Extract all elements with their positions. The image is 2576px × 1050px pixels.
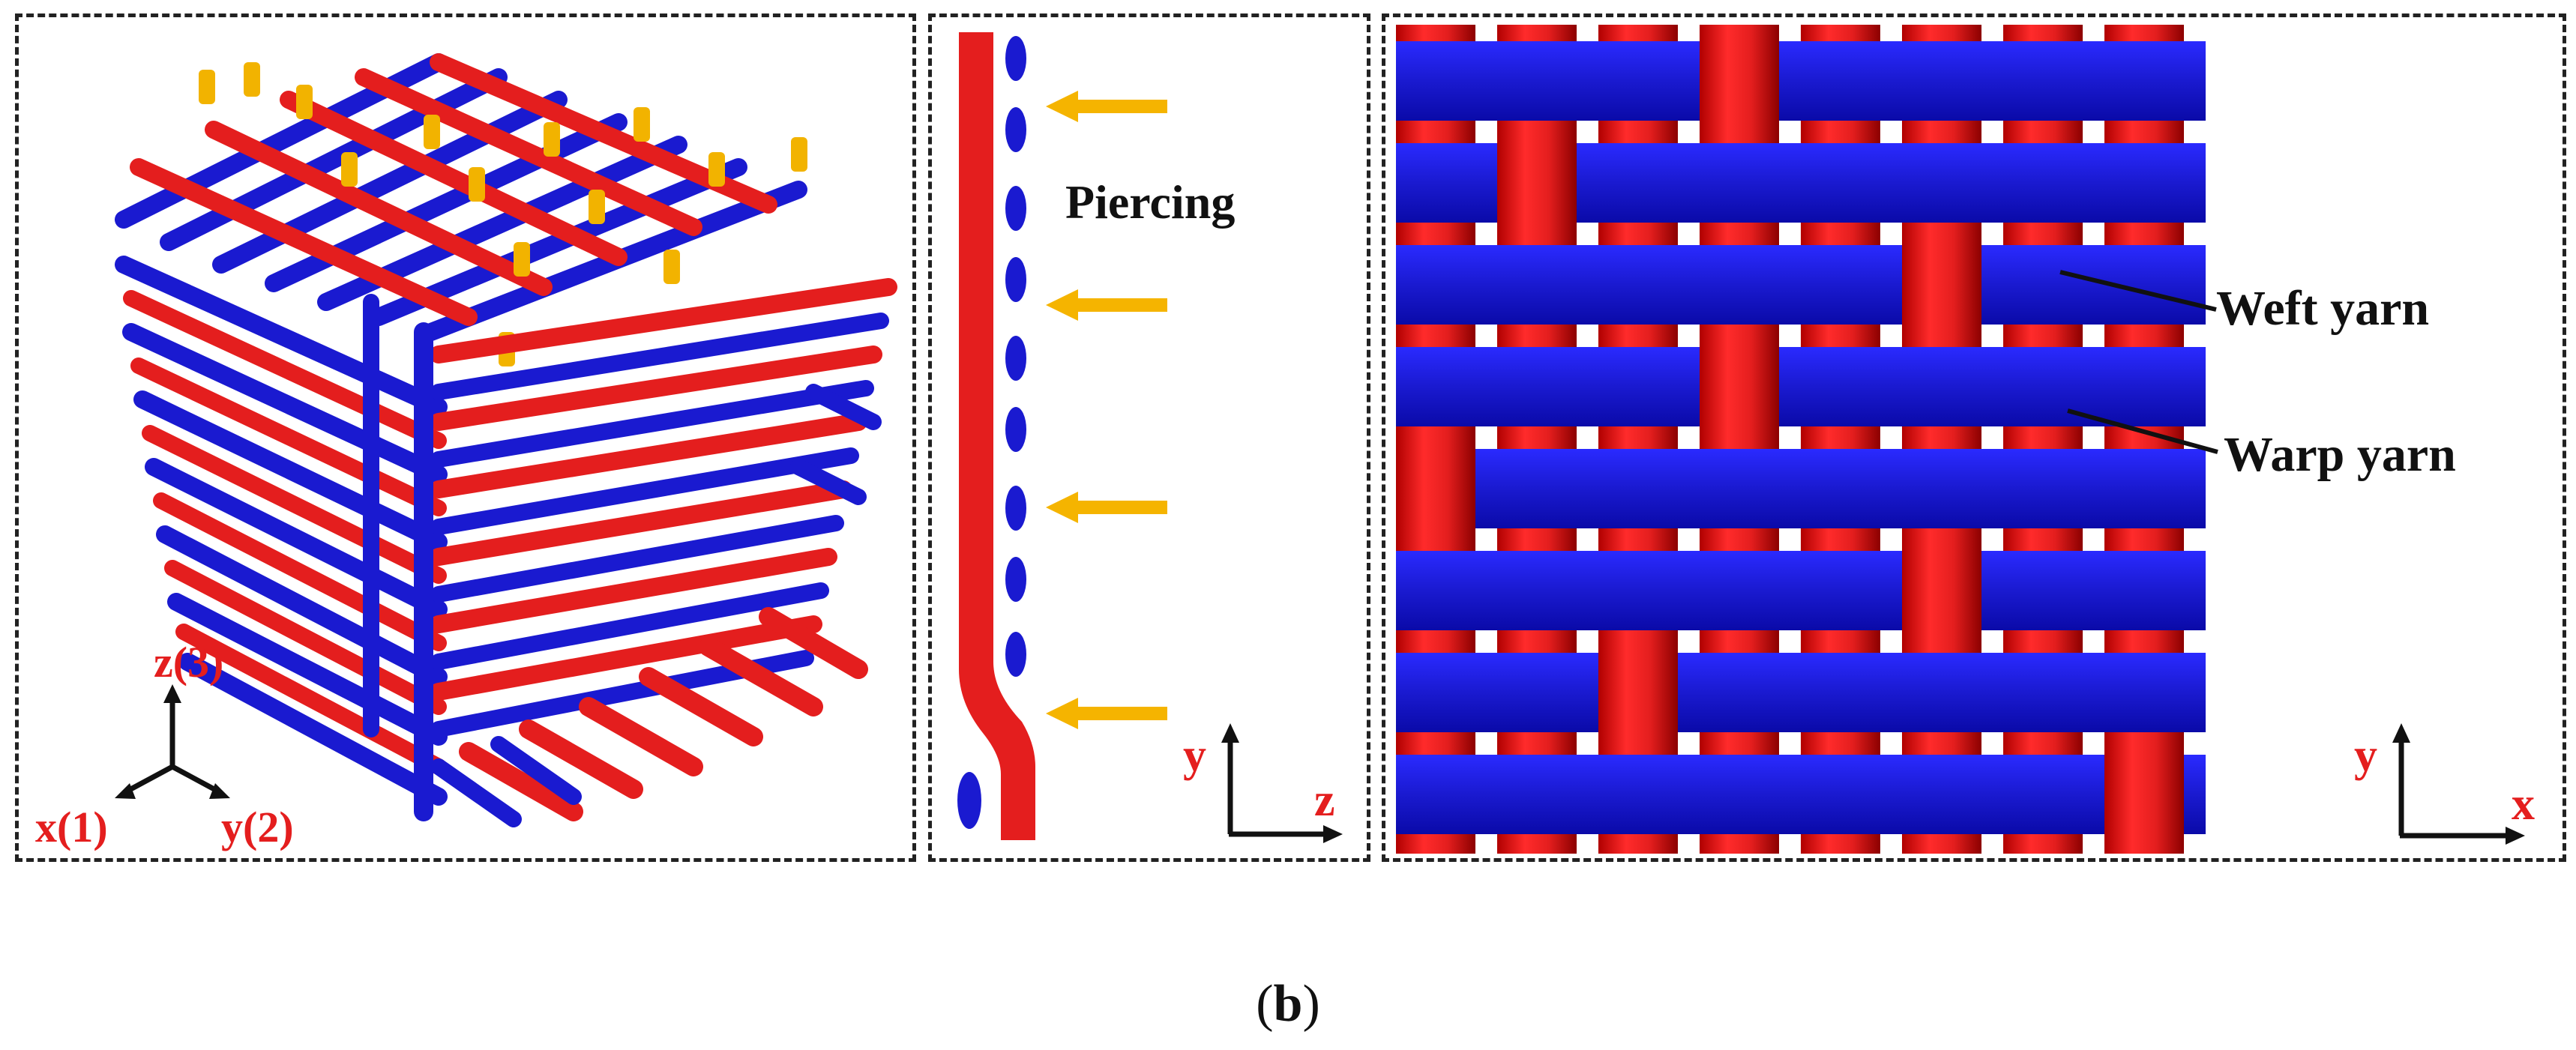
weft-leader-line [2059,270,2217,312]
piercing-figure: Piercing y z [957,32,1343,843]
weft-over-warp [1396,440,1475,537]
warp-yarn [1396,41,2206,121]
axis-yz: y z [1183,723,1343,843]
arrow-4 [1046,698,1167,729]
axis-label-y: y [1183,730,1206,781]
panel-piercing-schematic: Piercing y z [928,13,1370,862]
axis-label-y: y [2354,730,2377,781]
warp-yarn-dots [957,36,1026,829]
arrow-2 [1046,289,1167,321]
axis-label-x: x(1) [35,803,108,851]
axis-label-z: z [1314,775,1335,826]
axis-label-x: x [2512,779,2535,830]
weft-over-warp [1902,542,1981,639]
warp-yarn-label: Warp yarn [2224,427,2456,482]
weft-yarn-cross-section [959,32,1035,840]
y-axis-arrowhead [209,783,230,799]
warp-yarn [1396,755,2206,834]
y-axis-arrowhead [1221,723,1239,743]
warp-yarn [1396,653,2206,732]
axis-yx: y x [2354,723,2535,845]
x-axis-arrowhead [2506,827,2525,845]
weave-pattern-figure: Weft yarn Warp yarn y x [1396,25,2535,854]
arrow-1 [1046,91,1167,122]
cube-yarns [115,53,897,827]
y-axis-arrowhead [2392,723,2410,743]
binder-yarns [199,62,807,366]
weft-over-warp [1598,644,1678,741]
axis-label-z: z(3) [154,638,223,687]
weft-over-warp [2104,746,2184,843]
weft-yarn-label: Weft yarn [2216,281,2429,336]
weft-over-warp [1700,32,1779,130]
woven-structure-3d-figure: z(3) x(1) y(2) [35,53,897,851]
weft-over-warp [1700,338,1779,435]
warp-yarn [1396,551,2206,630]
weft-over-warp [1902,236,1981,334]
weft-interlacings [1396,32,2184,843]
arrow-3 [1046,492,1167,523]
right-face-rods [430,278,897,827]
axis-label-y: y(2) [221,803,294,851]
axis-triad: z(3) x(1) y(2) [35,638,294,851]
y-axis-line [171,764,223,796]
piercing-arrows [1046,91,1167,729]
warp-yarn [1396,449,2206,528]
figure-caption: (b) [0,974,2576,1034]
x-axis-arrowhead [115,783,136,799]
warp-yarn [1396,245,2206,325]
warp-leader-line [2067,408,2218,454]
z-axis-arrowhead [1323,825,1343,843]
warp-yarns-horizontal [1396,41,2206,834]
x-axis-line [122,764,174,796]
caption-close-paren: ) [1302,975,1320,1033]
piercing-label: Piercing [1065,175,1235,229]
panel-weave-pattern: Weft yarn Warp yarn y x [1382,13,2566,862]
z-axis-arrowhead [163,684,181,703]
weft-over-warp [1497,134,1577,232]
panel-3d-woven-structure: z(3) x(1) y(2) [15,13,916,862]
left-face-rods [115,256,448,806]
caption-letter: b [1273,975,1303,1033]
caption-open-paren: ( [1256,975,1274,1033]
